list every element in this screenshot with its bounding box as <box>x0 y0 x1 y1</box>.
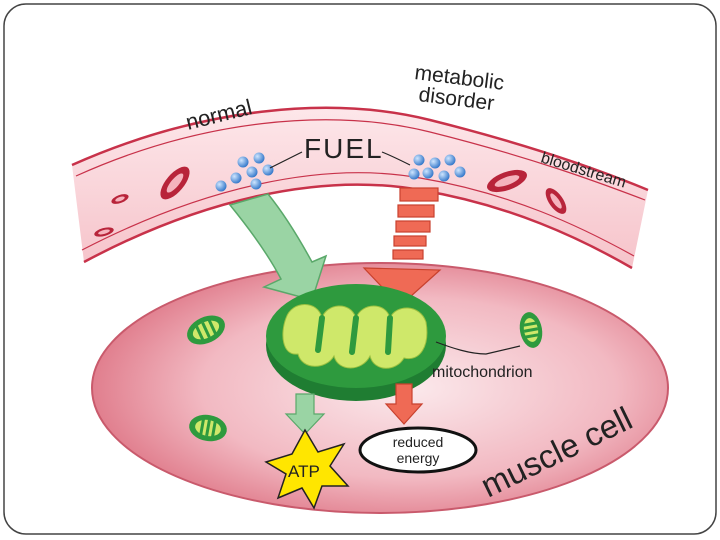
energy-label: energy <box>397 450 440 466</box>
atp-star <box>264 428 350 510</box>
small-mitochondrion <box>519 312 543 348</box>
red-blood-cells <box>94 166 567 237</box>
fuel-molecules-disorder <box>408 154 466 182</box>
small-mitochondrion <box>187 315 225 345</box>
atp-label: ATP <box>288 462 320 481</box>
blood-cell <box>111 194 129 204</box>
atp-output-arrow <box>284 393 326 435</box>
disorder-fuel-arrow <box>362 187 442 307</box>
blood-cell <box>94 227 114 237</box>
fuel-molecules-normal <box>215 152 274 192</box>
blood-cell <box>160 166 190 200</box>
reduced-energy-bubble <box>358 426 478 474</box>
mitochondrion-label: mitochondrion <box>432 364 533 381</box>
mitochondrion <box>266 284 446 401</box>
small-mitochondrion <box>189 414 227 442</box>
fuel-label: FUEL <box>304 133 384 164</box>
mitochondrion-leader <box>435 341 521 355</box>
fuel-leader-left <box>269 151 303 169</box>
reduced-output-arrow <box>384 383 424 425</box>
blood-cell <box>545 188 567 214</box>
reduced-label: reduced <box>393 434 444 450</box>
normal-fuel-arrow <box>228 193 328 301</box>
fuel-leader-right <box>381 151 411 166</box>
blood-cell <box>487 169 527 193</box>
